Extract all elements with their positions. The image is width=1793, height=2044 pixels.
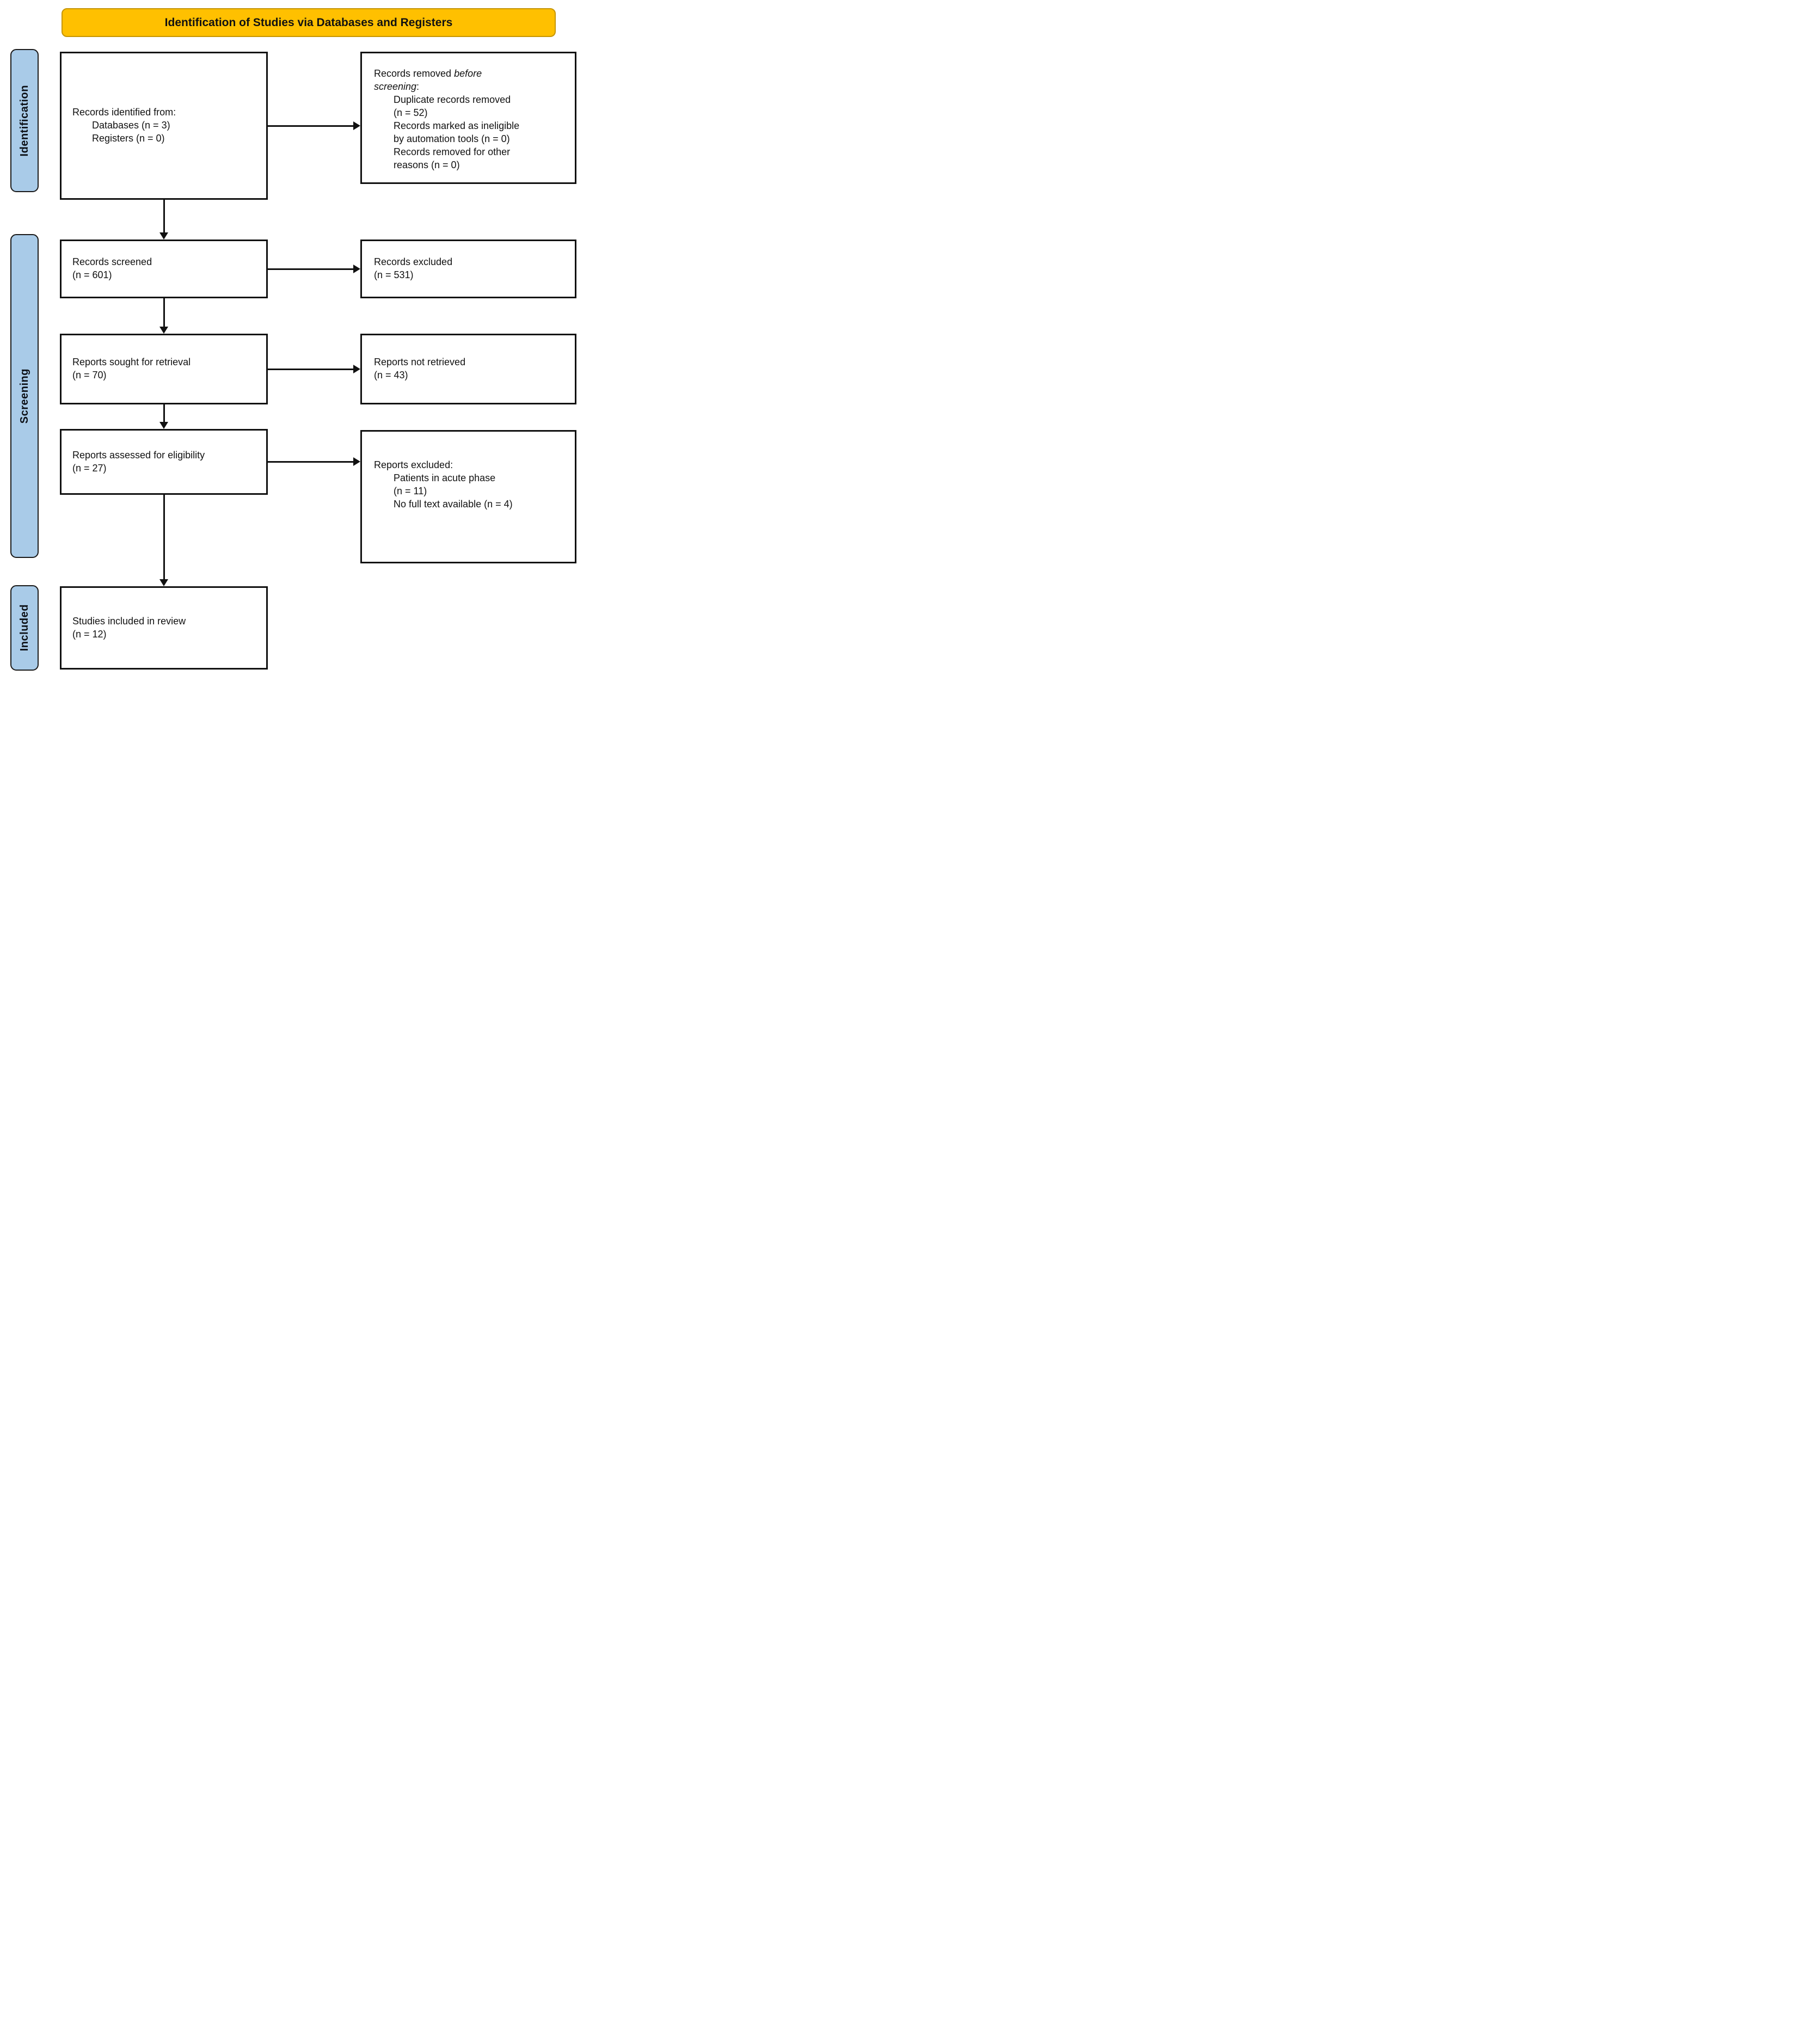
box-text-line: No full text available (n = 4): [394, 498, 513, 510]
box-text-line: Records identified from:: [72, 107, 176, 118]
reports-sought-box: Reports sought for retrieval (n = 70): [60, 334, 268, 404]
arrow-down-head-icon: [159, 232, 168, 240]
box-text-line: (n = 43): [374, 370, 408, 380]
arrow-screened-to-sought: [159, 298, 168, 334]
box-text-line: screening:: [374, 81, 420, 92]
arrow-sought-to-assessed: [159, 404, 168, 429]
arrow-right-head-icon: [353, 265, 360, 273]
arrow-identified-to-removed: [268, 121, 360, 130]
stage-bar-screening: Screening: [10, 234, 39, 558]
box-text-line: (n = 12): [72, 628, 107, 640]
box-text-line: Databases (n = 3): [92, 120, 170, 131]
box-text-line: Reports assessed for eligibility: [72, 449, 205, 461]
box-text-line: Records removed for other: [394, 146, 511, 157]
stage-label-included: Included: [18, 604, 30, 652]
arrow-shaft: [268, 268, 354, 270]
studies-included-box: Studies included in review (n = 12): [60, 586, 268, 670]
arrow-right-head-icon: [353, 457, 360, 466]
arrow-shaft: [268, 125, 354, 127]
box-text-line: (n = 27): [72, 462, 107, 474]
records-excluded-box: Records excluded (n = 531): [360, 240, 576, 298]
box-text-line: Records excluded: [374, 256, 453, 268]
stage-bar-included: Included: [10, 585, 39, 671]
arrow-down-head-icon: [159, 579, 168, 586]
box-text-line: Studies included in review: [72, 615, 186, 627]
box-text-line: Records marked as ineligible: [394, 120, 520, 131]
arrow-right-head-icon: [353, 365, 360, 373]
box-text-line: Reports excluded:: [374, 459, 453, 470]
arrow-shaft: [163, 200, 165, 233]
box-text-line: (n = 11): [394, 485, 427, 496]
arrow-shaft: [163, 495, 165, 580]
box-text-line: Reports not retrieved: [374, 357, 466, 368]
box-text-line: by automation tools (n = 0): [394, 133, 510, 144]
arrow-identified-to-screened: [159, 200, 168, 240]
reports-not-retrieved-box: Reports not retrieved (n = 43): [360, 334, 576, 404]
arrow-assessed-to-reports-excluded: [268, 457, 360, 466]
records-screened-box: Records screened (n = 601): [60, 240, 268, 298]
records-identified-box: Records identified from: Databases (n = …: [60, 52, 268, 200]
arrow-shaft: [268, 368, 354, 370]
box-text-line: Registers (n = 0): [92, 132, 165, 144]
stage-label-identification: Identification: [18, 84, 30, 157]
arrow-shaft: [163, 298, 165, 327]
box-text-line: Duplicate records removed: [394, 94, 511, 105]
arrow-sought-to-not-retrieved: [268, 365, 360, 373]
arrow-screened-to-excluded: [268, 265, 360, 273]
box-text-line: (n = 601): [72, 269, 112, 280]
arrow-right-head-icon: [353, 121, 360, 130]
reports-excluded-box: Reports excluded: Patients in acute phas…: [360, 430, 576, 563]
box-text-line: Patients in acute phase: [394, 472, 496, 483]
arrow-assessed-to-included: [159, 495, 168, 586]
box-text-line: Records screened: [72, 256, 152, 268]
stage-bar-identification: Identification: [10, 49, 39, 192]
diagram-title: Identification of Studies via Databases …: [164, 16, 453, 29]
box-text-line: (n = 531): [374, 269, 414, 280]
arrow-down-head-icon: [159, 422, 168, 429]
stage-label-screening: Screening: [18, 368, 30, 424]
reports-assessed-box: Reports assessed for eligibility (n = 27…: [60, 429, 268, 495]
title-banner: Identification of Studies via Databases …: [62, 8, 556, 37]
arrow-down-head-icon: [159, 327, 168, 334]
box-text-line: (n = 70): [72, 370, 107, 380]
box-text-line: reasons (n = 0): [394, 159, 460, 170]
box-text-line: Reports sought for retrieval: [72, 357, 191, 368]
prisma-flow-diagram: Identification of Studies via Databases …: [0, 0, 598, 682]
arrow-shaft: [163, 404, 165, 422]
arrow-shaft: [268, 461, 354, 463]
box-text-line: (n = 52): [394, 107, 428, 118]
